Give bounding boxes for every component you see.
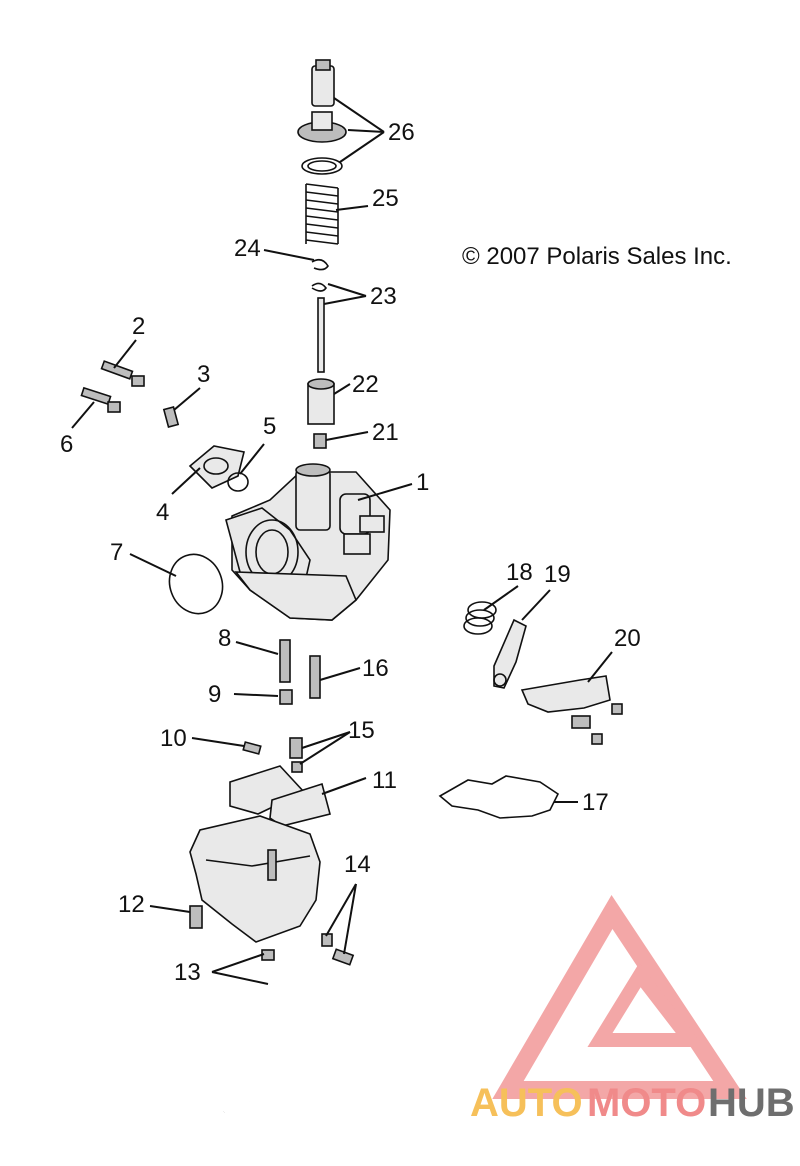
callout-4: 4 (156, 499, 169, 526)
copyright-text: © 2007 Polaris Sales Inc. (462, 243, 732, 270)
logo-text-moto: MOTO (587, 1081, 706, 1125)
logo-text-auto: AUTO (470, 1081, 583, 1125)
part-float-bowl (189, 815, 321, 943)
callout-25: 25 (372, 185, 399, 212)
callout-21: 21 (372, 419, 399, 446)
callout-7: 7 (110, 539, 123, 566)
part-21-jet (313, 433, 327, 449)
callout-2: 2 (132, 313, 145, 340)
callout-17: 17 (582, 789, 609, 816)
part-8-needle-jet (279, 639, 291, 683)
part-24-clip (311, 258, 329, 271)
part-13-fitting-and-hose (223, 949, 275, 1114)
part-10-screw (242, 741, 262, 755)
callout-24: 24 (234, 235, 261, 262)
part-7-gasket-ring (168, 553, 224, 615)
callout-14: 14 (344, 851, 371, 878)
part-2-screw (100, 360, 145, 387)
callout-16: 16 (362, 655, 389, 682)
callout-18: 18 (506, 559, 533, 586)
callout-15: 15 (348, 717, 375, 744)
callout-11: 11 (372, 767, 397, 794)
callout-9: 9 (208, 681, 221, 708)
part-9-main-jet (279, 689, 293, 705)
callout-8: 8 (218, 625, 231, 652)
leader-lines (71, 97, 613, 985)
logo-text-hub: HUB (708, 1081, 795, 1125)
callout-labels: 1 2 3 4 5 6 7 8 9 10 11 12 13 14 15 16 1… (60, 119, 641, 986)
automotohub-logo: AUTO MOTO HUB (470, 894, 795, 1125)
callout-13: 13 (174, 959, 201, 986)
part-22-throttle-slide (307, 378, 335, 425)
part-5-o-ring (227, 472, 249, 492)
part-25-spring (305, 183, 339, 245)
callout-12: 12 (118, 891, 145, 918)
part-1-carburetor-body (225, 463, 391, 621)
part-3-screw (162, 406, 180, 428)
callout-19: 19 (544, 561, 571, 588)
part-11-floats (229, 765, 331, 827)
part-26-top-cap-assembly (297, 59, 347, 175)
callout-23: 23 (370, 283, 397, 310)
part-4-flange (188, 445, 245, 489)
part-14-screws (321, 933, 355, 966)
part-18-spring (463, 601, 497, 635)
callout-1: 1 (416, 469, 429, 496)
part-17-bowl-gasket (438, 775, 560, 819)
callout-22: 22 (352, 371, 379, 398)
callout-3: 3 (197, 361, 210, 388)
callout-5: 5 (263, 413, 276, 440)
callout-6: 6 (60, 431, 73, 458)
callout-10: 10 (160, 725, 187, 752)
part-15-float-needle (289, 737, 303, 773)
part-6-screw (80, 386, 121, 413)
part-16-pilot-jet (309, 655, 321, 699)
part-20-cable-bracket (520, 675, 623, 745)
part-23-needle (311, 282, 327, 373)
part-12-drain-screw (189, 905, 203, 929)
callout-26: 26 (388, 119, 415, 146)
logo-triangle-inner (587, 962, 705, 1047)
logo-triangle-outer (492, 894, 747, 1099)
part-19-throttle-lever (493, 618, 527, 689)
callout-20: 20 (614, 625, 641, 652)
